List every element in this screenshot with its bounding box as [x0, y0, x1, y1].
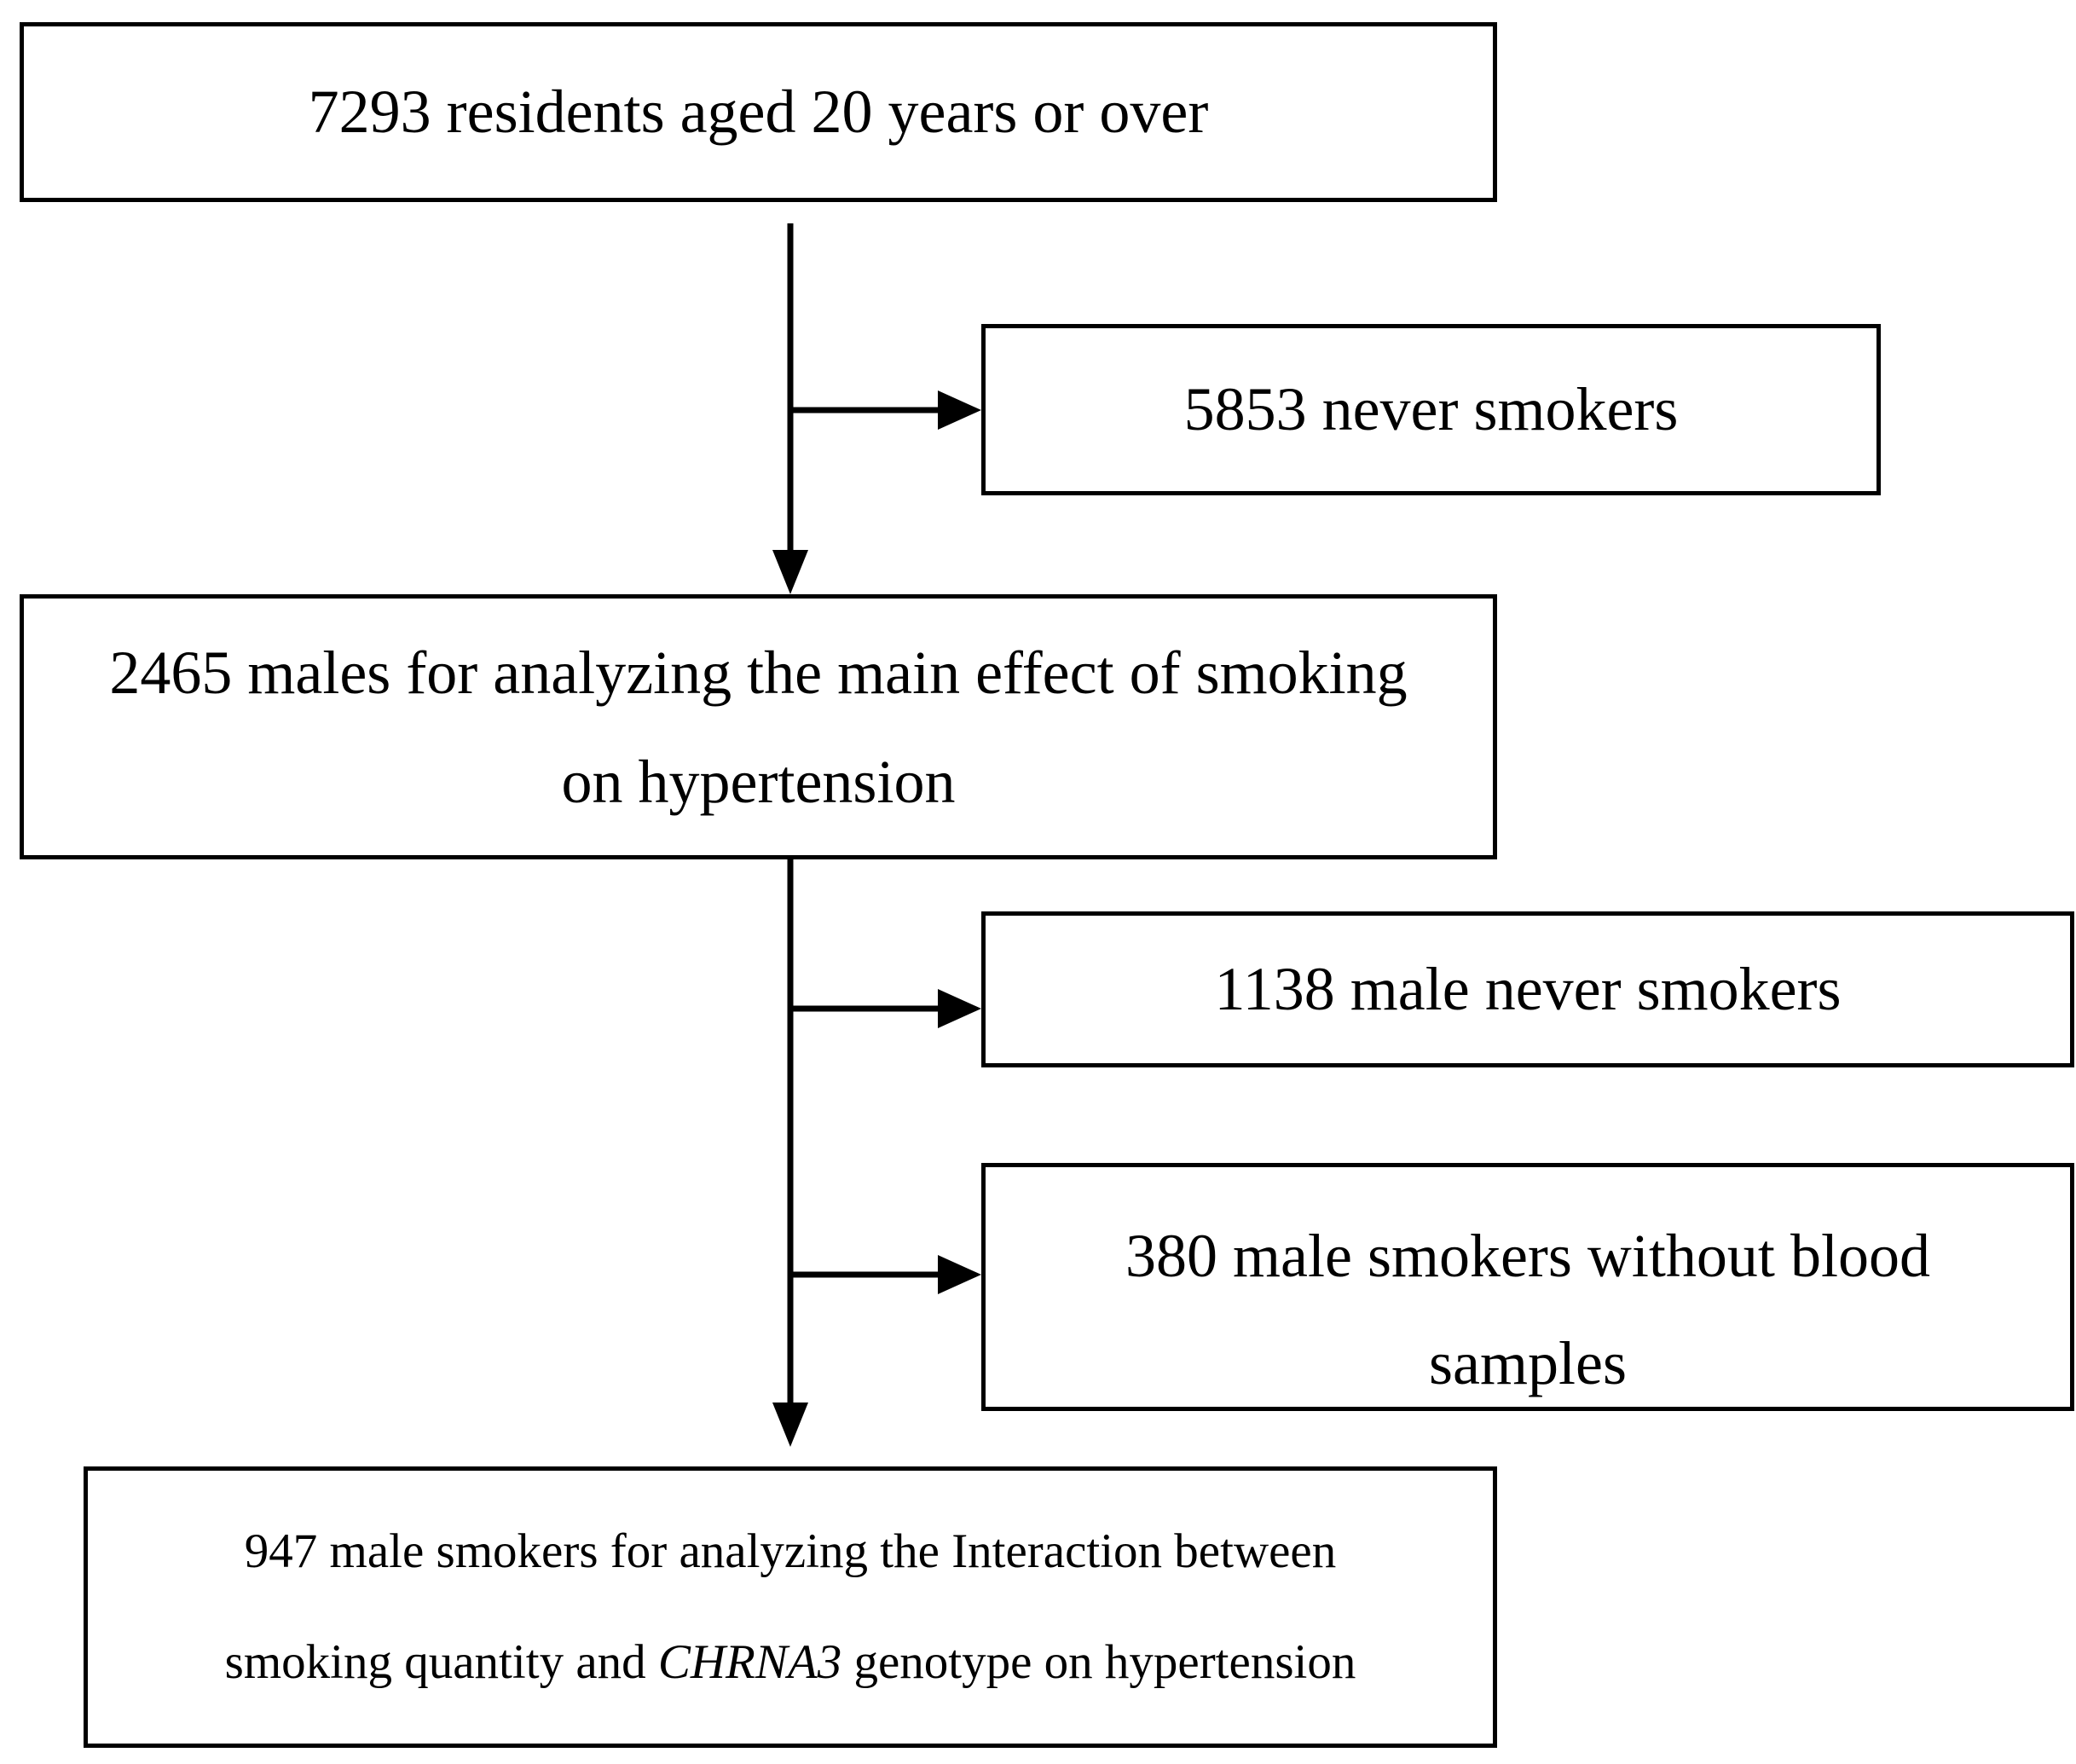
final-text-line2-after: genotype on hypertension	[841, 1635, 1356, 1689]
final-text-line1: 947 male smokers for analyzing the Inter…	[244, 1524, 1337, 1578]
never-smokers-text: 5853 never smokers	[1183, 375, 1679, 443]
residents-box: 7293 residents aged 20 years or over	[20, 22, 1497, 202]
male-never-smokers-text: 1138 male never smokers	[1214, 955, 1842, 1023]
final-text-line2-before: smoking quantity and	[224, 1635, 658, 1689]
male-never-smokers-box: 1138 male never smokers	[981, 911, 2074, 1067]
right-arrowhead-no-blood	[938, 1255, 981, 1294]
residents-text: 7293 residents aged 20 years or over	[308, 78, 1209, 146]
no-blood-text-line1: 380 male smokers without blood	[1125, 1221, 1930, 1290]
down-arrowhead-2	[772, 1403, 808, 1447]
males-box: 2465 males for analyzing the main effect…	[20, 594, 1497, 859]
no-blood-box: 380 male smokers without blood samples	[981, 1163, 2074, 1411]
males-text-line1: 2465 males for analyzing the main effect…	[109, 638, 1408, 707]
right-arrowhead-male-never	[938, 989, 981, 1028]
right-arrowhead-never	[938, 390, 981, 430]
down-arrowhead-1	[772, 550, 808, 594]
gene-name: CHRNA3	[657, 1635, 842, 1689]
never-smokers-box: 5853 never smokers	[981, 324, 1881, 495]
final-text-line2: smoking quantity and CHRNA3 genotype on …	[225, 1607, 1356, 1718]
no-blood-text-line2: samples	[1429, 1328, 1627, 1397]
males-text-line2: on hypertension	[561, 747, 956, 816]
final-sample-box: 947 male smokers for analyzing the Inter…	[84, 1466, 1497, 1748]
